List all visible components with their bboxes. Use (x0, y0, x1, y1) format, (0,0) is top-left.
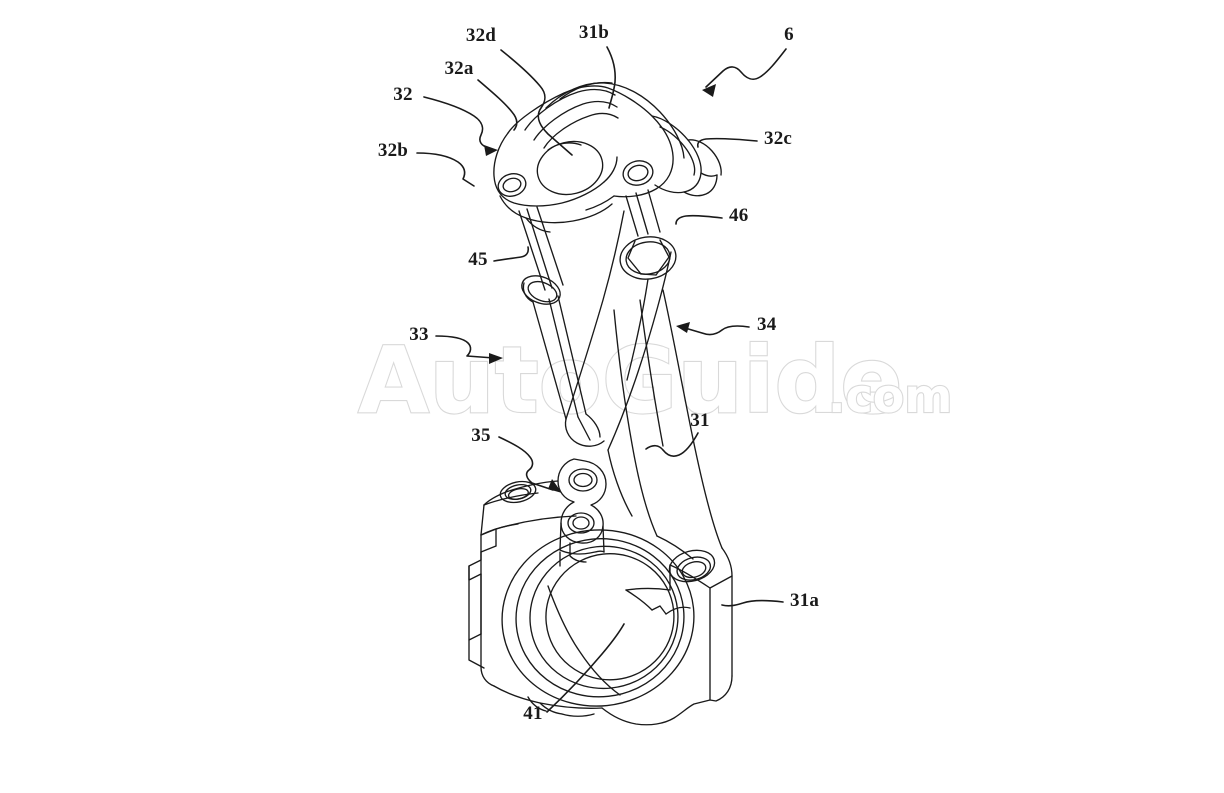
leader-lines (416, 46, 787, 713)
big-end-block-31a (468, 515, 733, 726)
arrowhead-6 (702, 84, 716, 97)
label-34: 34 (757, 314, 777, 335)
arrowhead-35 (548, 479, 562, 493)
label-45: 45 (468, 249, 487, 270)
label-32d: 32d (466, 25, 496, 46)
label-35: 35 (471, 425, 490, 446)
upper-bracket-32 (493, 81, 722, 233)
big-end-bore-outer (501, 529, 695, 707)
label-32b: 32b (378, 140, 408, 161)
reference-numerals: 32d 31b 6 32a 32 32c 32b 46 45 33 34 31 … (378, 22, 819, 724)
label-6: 6 (784, 24, 794, 45)
arrowhead-33 (489, 353, 503, 364)
arrowhead-34 (676, 322, 690, 333)
label-32: 32 (393, 84, 412, 105)
label-32c: 32c (764, 128, 792, 149)
right-link-rod-34 (565, 189, 677, 451)
label-46: 46 (729, 205, 748, 226)
label-32a: 32a (444, 58, 473, 79)
left-link-rod-33 (518, 206, 605, 447)
watermark-sub-text: .com (828, 369, 952, 423)
bracket-main-bore (536, 140, 604, 196)
lower-pivot-boss-35 (480, 458, 607, 555)
watermark-main-text: AutoGuide (358, 327, 903, 434)
watermark: AutoGuide .com (357, 326, 953, 435)
label-31a: 31a (790, 590, 819, 611)
label-31: 31 (690, 410, 709, 431)
mechanism-linework (468, 81, 733, 726)
arrowhead-32 (484, 145, 498, 156)
label-41: 41 (523, 703, 542, 724)
connecting-rod-shank-31 (607, 289, 723, 549)
label-33: 33 (409, 324, 428, 345)
label-31b: 31b (579, 22, 609, 43)
